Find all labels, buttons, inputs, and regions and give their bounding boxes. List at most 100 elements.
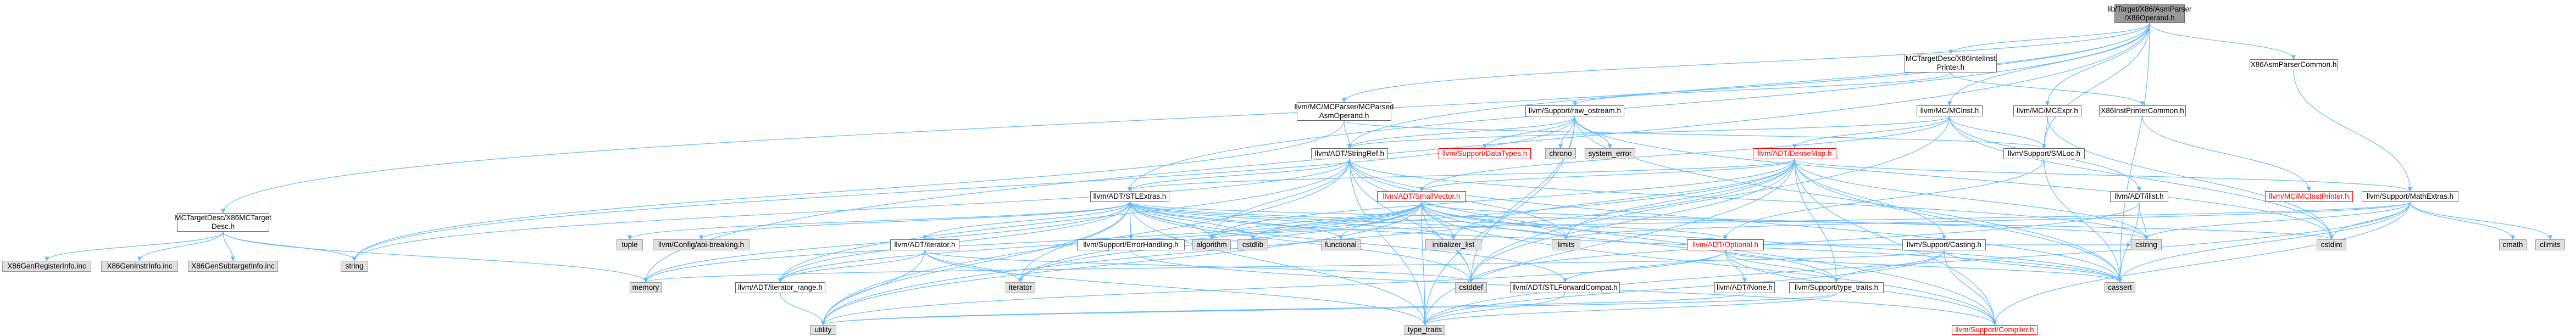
node-x86asmparsercommon[interactable]: X86AsmParserCommon.h xyxy=(2250,59,2338,70)
edge-mathextras-to-climits xyxy=(2410,201,2553,240)
node-label: string xyxy=(345,262,364,270)
node-stringref[interactable]: llvm/ADT/StringRef.h xyxy=(1311,148,1388,159)
node-x86genregisterinfo[interactable]: X86GenRegisterInfo.inc xyxy=(2,261,91,272)
edge-densemap-to-stlextras xyxy=(1128,159,1795,192)
node-tuple[interactable]: tuple xyxy=(617,239,643,250)
edge-ilist-to-cstring xyxy=(2139,201,2149,240)
node-label: llvm/Support/raw_ostream.h xyxy=(1528,107,1622,115)
node-none[interactable]: llvm/ADT/None.h xyxy=(1714,282,1775,293)
node-abi-breaking[interactable]: llvm/Config/abi-breaking.h xyxy=(653,239,750,250)
node-cmath[interactable]: cmath xyxy=(2499,239,2527,250)
node-utility[interactable]: utility xyxy=(810,325,836,335)
edge-mathextras-to-cassert xyxy=(2117,201,2411,283)
node-raw-ostream[interactable]: llvm/Support/raw_ostream.h xyxy=(1525,105,1624,116)
edge-mctargetdesc-to-string xyxy=(223,231,357,261)
node-compiler[interactable]: llvm/Support/Compiler.h xyxy=(1952,325,2038,335)
node-label: cassert xyxy=(2108,283,2132,292)
node-chrono[interactable]: chrono xyxy=(1545,148,1576,159)
node-iterator-h[interactable]: llvm/ADT/iterator.h xyxy=(890,239,959,250)
node-x86mctargetdesc[interactable]: MCTargetDesc/X86MCTarget Desc.h xyxy=(175,213,271,232)
edge-none-to-utility xyxy=(821,293,1745,326)
edge-x86instprintercommon-to-mcinstprinter xyxy=(2142,116,2312,192)
edge-optional-to-stlforwardcompat xyxy=(1562,250,1726,283)
edge-densemap-to-limits xyxy=(1563,159,1795,240)
node-datatypes[interactable]: llvm/Support/DataTypes.h xyxy=(1439,148,1531,159)
edge-x86intelinstprinter-to-x86instprintercommon xyxy=(1950,72,2145,106)
node-smloc[interactable]: llvm/Support/SMLoc.h xyxy=(2003,148,2085,159)
node-cstddef[interactable]: cstddef xyxy=(1455,282,1487,293)
node-cstring[interactable]: cstring xyxy=(2131,239,2162,250)
node-stlextras[interactable]: llvm/ADT/STLExtras.h xyxy=(1090,191,1169,202)
edge-stlextras-to-cstdlib xyxy=(1129,201,1256,240)
node-x86geninstrinfo[interactable]: X86GenInstrInfo.inc xyxy=(101,261,178,272)
node-densemap[interactable]: llvm/ADT/DenseMap.h xyxy=(1753,148,1836,159)
node-label: MCTargetDesc/X86MCTarget Desc.h xyxy=(175,214,271,231)
edge-root-to-mcinst xyxy=(1947,23,2150,106)
node-label: limits xyxy=(1557,240,1575,249)
edge-stringref-to-stlextras xyxy=(1127,159,1350,192)
node-memory[interactable]: memory xyxy=(630,282,662,293)
edge-mathextras-to-algorithm xyxy=(1209,201,2411,240)
node-algorithm[interactable]: algorithm xyxy=(1192,239,1231,250)
node-casting[interactable]: llvm/Support/Casting.h xyxy=(1902,239,1986,250)
edge-stringref-to-string xyxy=(352,159,1350,261)
node-label: functional xyxy=(1325,240,1357,249)
node-label: initializer_list xyxy=(1432,240,1475,249)
node-type-traits[interactable]: type_traits xyxy=(1404,325,1445,335)
edge-casting-to-compiler xyxy=(1944,250,1997,326)
node-x86operand-root[interactable]: lib/Target/X86/AsmParser /X86Operand.h xyxy=(2107,4,2192,23)
edge-stlextras-to-cassert xyxy=(1129,201,2123,283)
node-iterator-range[interactable]: llvm/ADT/iterator_range.h xyxy=(735,282,825,293)
node-x86instprintercommon[interactable]: X86InstPrinterCommon.h xyxy=(2099,105,2186,116)
edge-root-to-mcparsedasmoperand xyxy=(1341,23,2150,103)
node-iterator-std[interactable]: iterator xyxy=(1006,282,1035,293)
edge-casting-to-cassert xyxy=(1944,250,2123,283)
node-optional[interactable]: llvm/ADT/Optional.h xyxy=(1687,239,1764,250)
edge-mcparsedasmoperand-to-smloc xyxy=(1343,120,2046,149)
node-label: algorithm xyxy=(1196,240,1227,249)
node-stlforwardcompat[interactable]: llvm/ADT/STLForwardCompat.h xyxy=(1510,282,1620,293)
edge-ilist-to-cstddef xyxy=(1468,201,2140,283)
edge-densemap-to-cassert xyxy=(1794,159,2123,283)
edge-mathextras-to-cstdint xyxy=(2329,201,2411,240)
node-cstdlib[interactable]: cstdlib xyxy=(1237,239,1268,250)
node-mcparsedasmoperand[interactable]: llvm/MC/MCParser/MCParsed AsmOperand.h xyxy=(1295,102,1394,121)
node-system-error[interactable]: system_error xyxy=(1585,148,1635,159)
node-label: X86GenSubtargetInfo.inc xyxy=(191,262,275,270)
edge-smallvector-to-cstring xyxy=(1421,201,2148,240)
edge-mcinst-to-smloc xyxy=(1949,116,2047,149)
node-cassert[interactable]: cassert xyxy=(2105,282,2135,293)
edge-root-to-stlextras xyxy=(1127,23,2150,192)
node-string[interactable]: string xyxy=(341,261,368,272)
node-label: cstddef xyxy=(1459,283,1483,292)
node-errorhandling[interactable]: llvm/Support/ErrorHandling.h xyxy=(1077,239,1185,250)
node-initializer-list[interactable]: initializer_list xyxy=(1425,239,1481,250)
node-llvm-type-traits[interactable]: llvm/Support/type_traits.h xyxy=(1789,282,1884,293)
node-cstdint[interactable]: cstdint xyxy=(2317,239,2346,250)
node-mcinstprinter[interactable]: llvm/MC/MCInstPrinter.h xyxy=(2265,191,2353,202)
edge-smloc-to-cassert xyxy=(2044,159,2123,283)
edge-mathextras-to-limits xyxy=(1564,201,2411,240)
node-label: cmath xyxy=(2502,240,2523,249)
node-limits[interactable]: limits xyxy=(1552,239,1580,250)
node-x86intelinstprinter[interactable]: MCTargetDesc/X86IntelInst Printer.h xyxy=(1905,54,1997,72)
edge-densemap-to-iterator_std xyxy=(1018,159,1795,283)
edge-smallvector-to-algorithm xyxy=(1209,201,1422,240)
node-ilist[interactable]: llvm/ADT/ilist.h xyxy=(2110,191,2168,202)
edge-densemap-to-algorithm xyxy=(1209,159,1795,240)
node-climits[interactable]: climits xyxy=(2535,239,2565,250)
node-label: llvm/Support/MathExtras.h xyxy=(2366,192,2454,200)
edge-stringref-to-iterator_range xyxy=(778,159,1350,283)
node-mcexpr[interactable]: llvm/MC/MCExpr.h xyxy=(2013,105,2081,116)
edge-mcinst-to-cstddef xyxy=(1468,116,1950,283)
edge-densemap-to-cstring xyxy=(1794,159,2149,240)
edge-mctargetdesc-to-x86gensubtargetinfo xyxy=(223,231,236,261)
node-x86gensubtargetinfo[interactable]: X86GenSubtargetInfo.inc xyxy=(188,261,278,272)
node-mathextras[interactable]: llvm/Support/MathExtras.h xyxy=(2362,191,2458,202)
node-functional[interactable]: functional xyxy=(1321,239,1361,250)
edge-casting-to-type_traits xyxy=(1422,250,1945,326)
node-mcinst[interactable]: llvm/MC/MCInst.h xyxy=(1917,105,1983,116)
edge-optional-to-cassert xyxy=(1725,250,2123,283)
node-smallvector[interactable]: llvm/ADT/SmallVector.h xyxy=(1377,191,1466,202)
